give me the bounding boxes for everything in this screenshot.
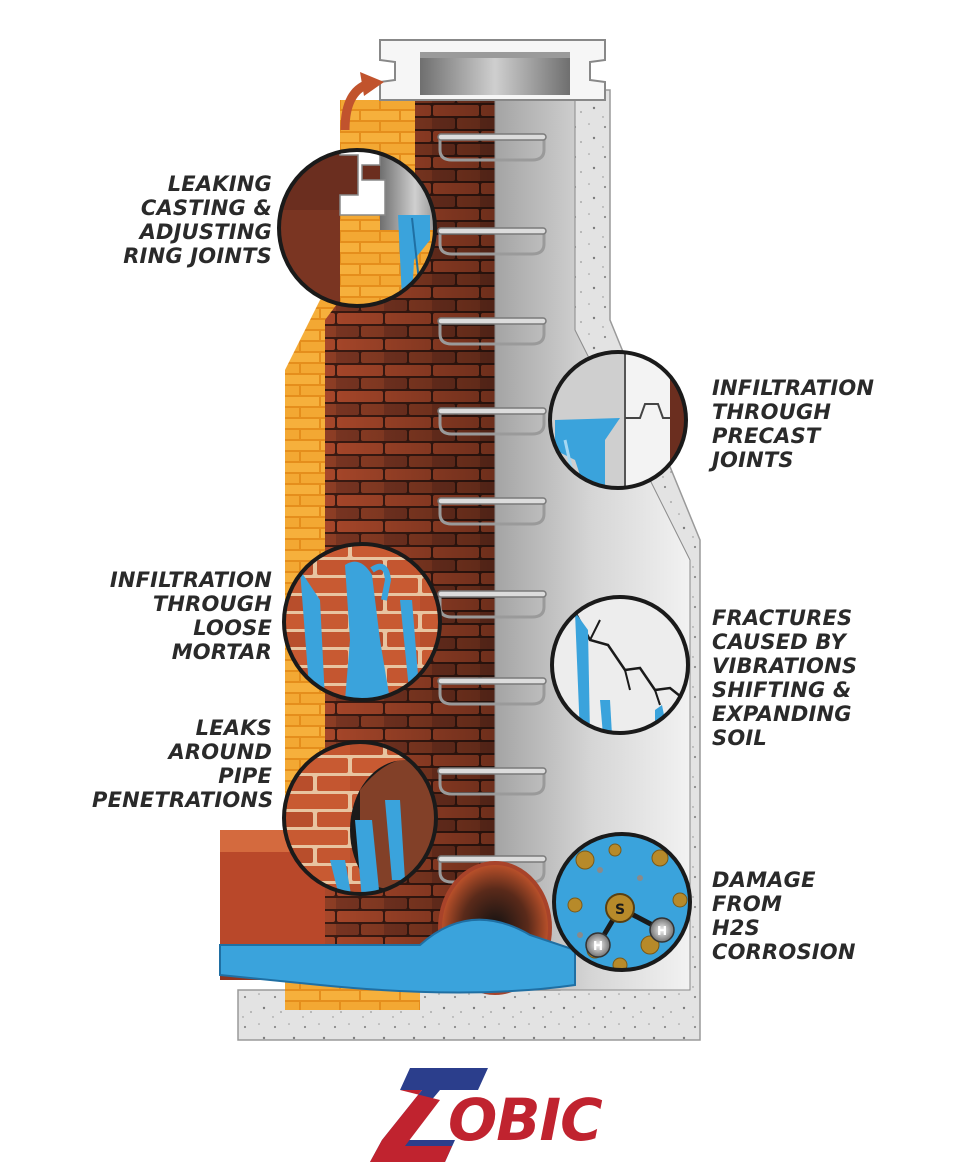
hydrogen-label-left: H — [593, 939, 603, 953]
zobic-logo-text: OBIC — [448, 1086, 603, 1154]
water-channel — [219, 918, 576, 994]
sulfur-atom — [605, 893, 635, 923]
label-leaking-casting: LEAKING CASTING & ADJUSTING RING JOINTS — [123, 172, 272, 268]
label-fractures: FRACTURES CAUSED BY VIBRATIONS SHIFTING … — [712, 606, 858, 750]
inset-fractures — [550, 595, 690, 735]
hydrogen-label-right: H — [657, 924, 667, 938]
label-h2s-corrosion: DAMAGE FROM H2S CORROSION — [712, 868, 856, 964]
hydrogen-atom-left — [585, 932, 611, 958]
hydrogen-atom-right — [649, 917, 675, 943]
label-loose-mortar: INFILTRATION THROUGH LOOSE MORTAR — [109, 568, 272, 664]
inset-pipe-penetration — [282, 740, 438, 896]
inset-loose-mortar — [282, 542, 442, 702]
zobic-logo-mark — [370, 1068, 488, 1162]
manhole-casting — [379, 39, 606, 101]
inset-h2s-corrosion: S H H — [552, 832, 692, 972]
label-precast-joints: INFILTRATION THROUGH PRECAST JOINTS — [712, 376, 875, 472]
inset-casting-joint — [277, 148, 437, 308]
arrow-icon — [340, 72, 384, 131]
sulfur-label: S — [615, 902, 625, 918]
brick-wall — [325, 95, 495, 950]
ladder-rungs — [437, 133, 547, 884]
label-pipe-penetrations: LEAKS AROUND PIPE PENETRATIONS — [92, 716, 274, 812]
